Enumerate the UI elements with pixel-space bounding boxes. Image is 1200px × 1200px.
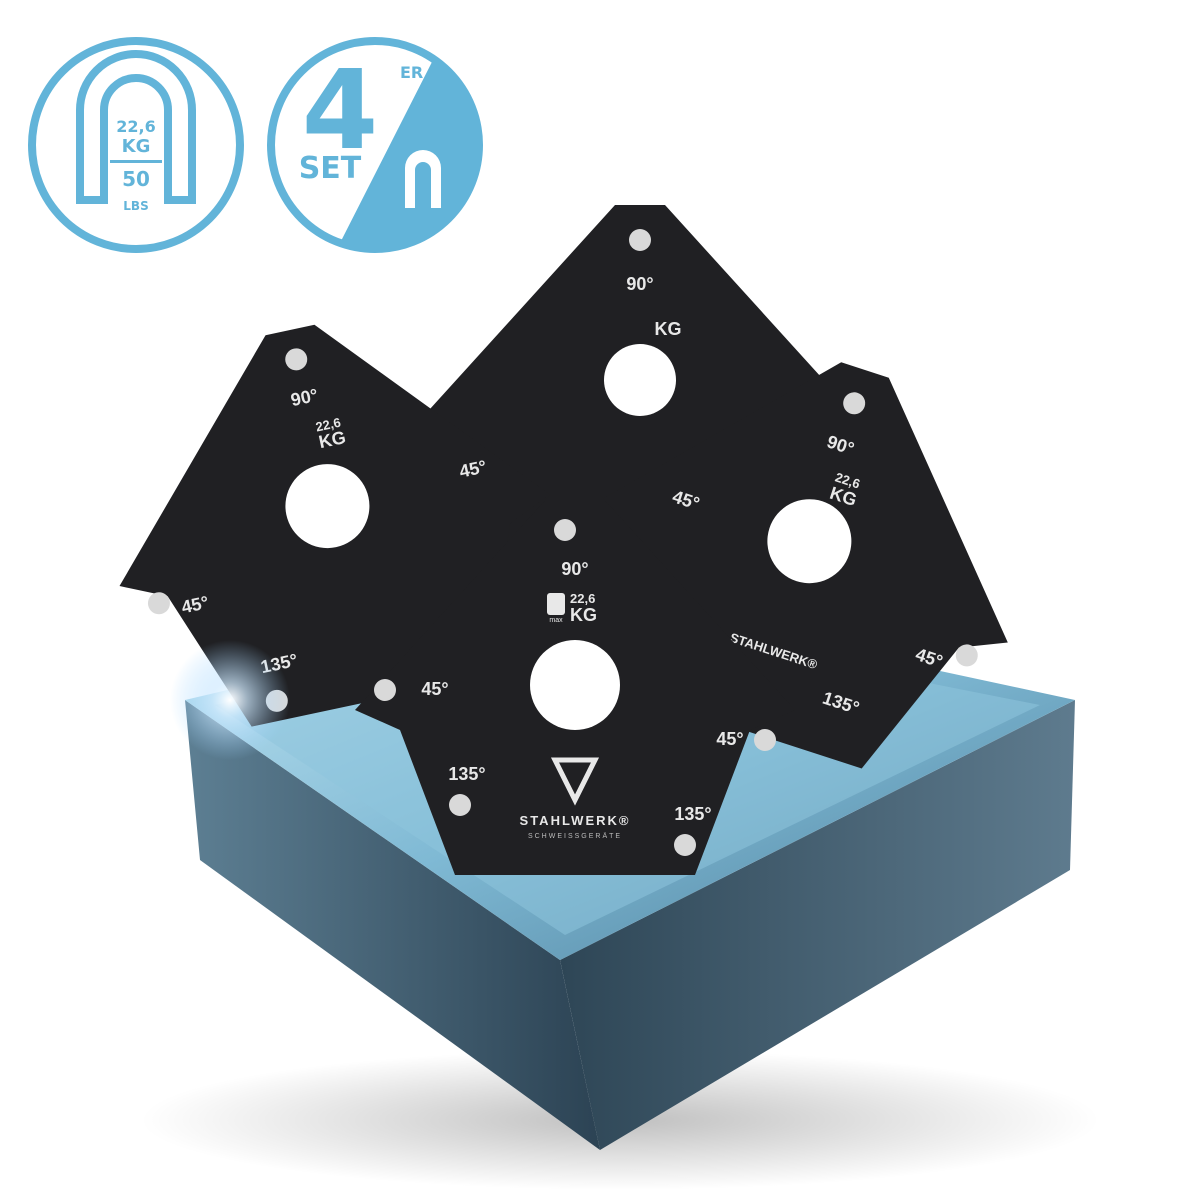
- set-badge: 4 ER SET: [267, 37, 483, 253]
- brand-sub-label: SCHWEISSGERÄTE: [528, 832, 622, 840]
- load-unit: KG: [655, 319, 682, 339]
- load-value: 22,6: [833, 470, 862, 492]
- angle-label: 90°: [561, 559, 588, 579]
- weight-lbs-unit: LBS: [123, 199, 148, 213]
- horseshoe-magnet-icon: [405, 150, 441, 208]
- magnet-back: 90° KG: [420, 205, 860, 585]
- angle-label: 135°: [448, 764, 485, 784]
- max-label: max: [549, 617, 563, 624]
- set-count: 4: [302, 46, 379, 174]
- weight-lbs: 50: [122, 167, 150, 191]
- magnet-max-icon: [547, 593, 565, 615]
- set-suffix: ER: [400, 63, 423, 82]
- weight-badge: 22,6 KG 50 LBS: [28, 37, 244, 253]
- set-label: SET: [299, 151, 362, 186]
- angle-label: 135°: [674, 804, 711, 824]
- stahlwerk-logo-icon: [550, 757, 600, 806]
- load-unit: KG: [570, 605, 597, 625]
- magnet-front: 90° max 22,6 KG 45° 45° 135° 135° STAHLW…: [355, 495, 795, 875]
- angle-label: 90°: [626, 274, 653, 294]
- load-value: 22,6: [314, 415, 342, 435]
- brand-label: STAHLWERK®: [520, 813, 631, 828]
- angle-label: 45°: [716, 729, 743, 749]
- horseshoe-magnet-icon: [76, 50, 196, 204]
- magnet-right: 90° 22,6 KG 45° 45° 135° STAHLWERK®: [538, 302, 1075, 800]
- weight-kg: 22,6: [116, 117, 155, 136]
- weight-kg-unit: KG: [122, 136, 151, 157]
- magnet-left: 90° 22,6 KG 45° 45° 135°: [74, 284, 585, 748]
- angle-label: 45°: [421, 679, 448, 699]
- light-flare: [170, 640, 290, 760]
- load-value: 22,6: [570, 591, 595, 606]
